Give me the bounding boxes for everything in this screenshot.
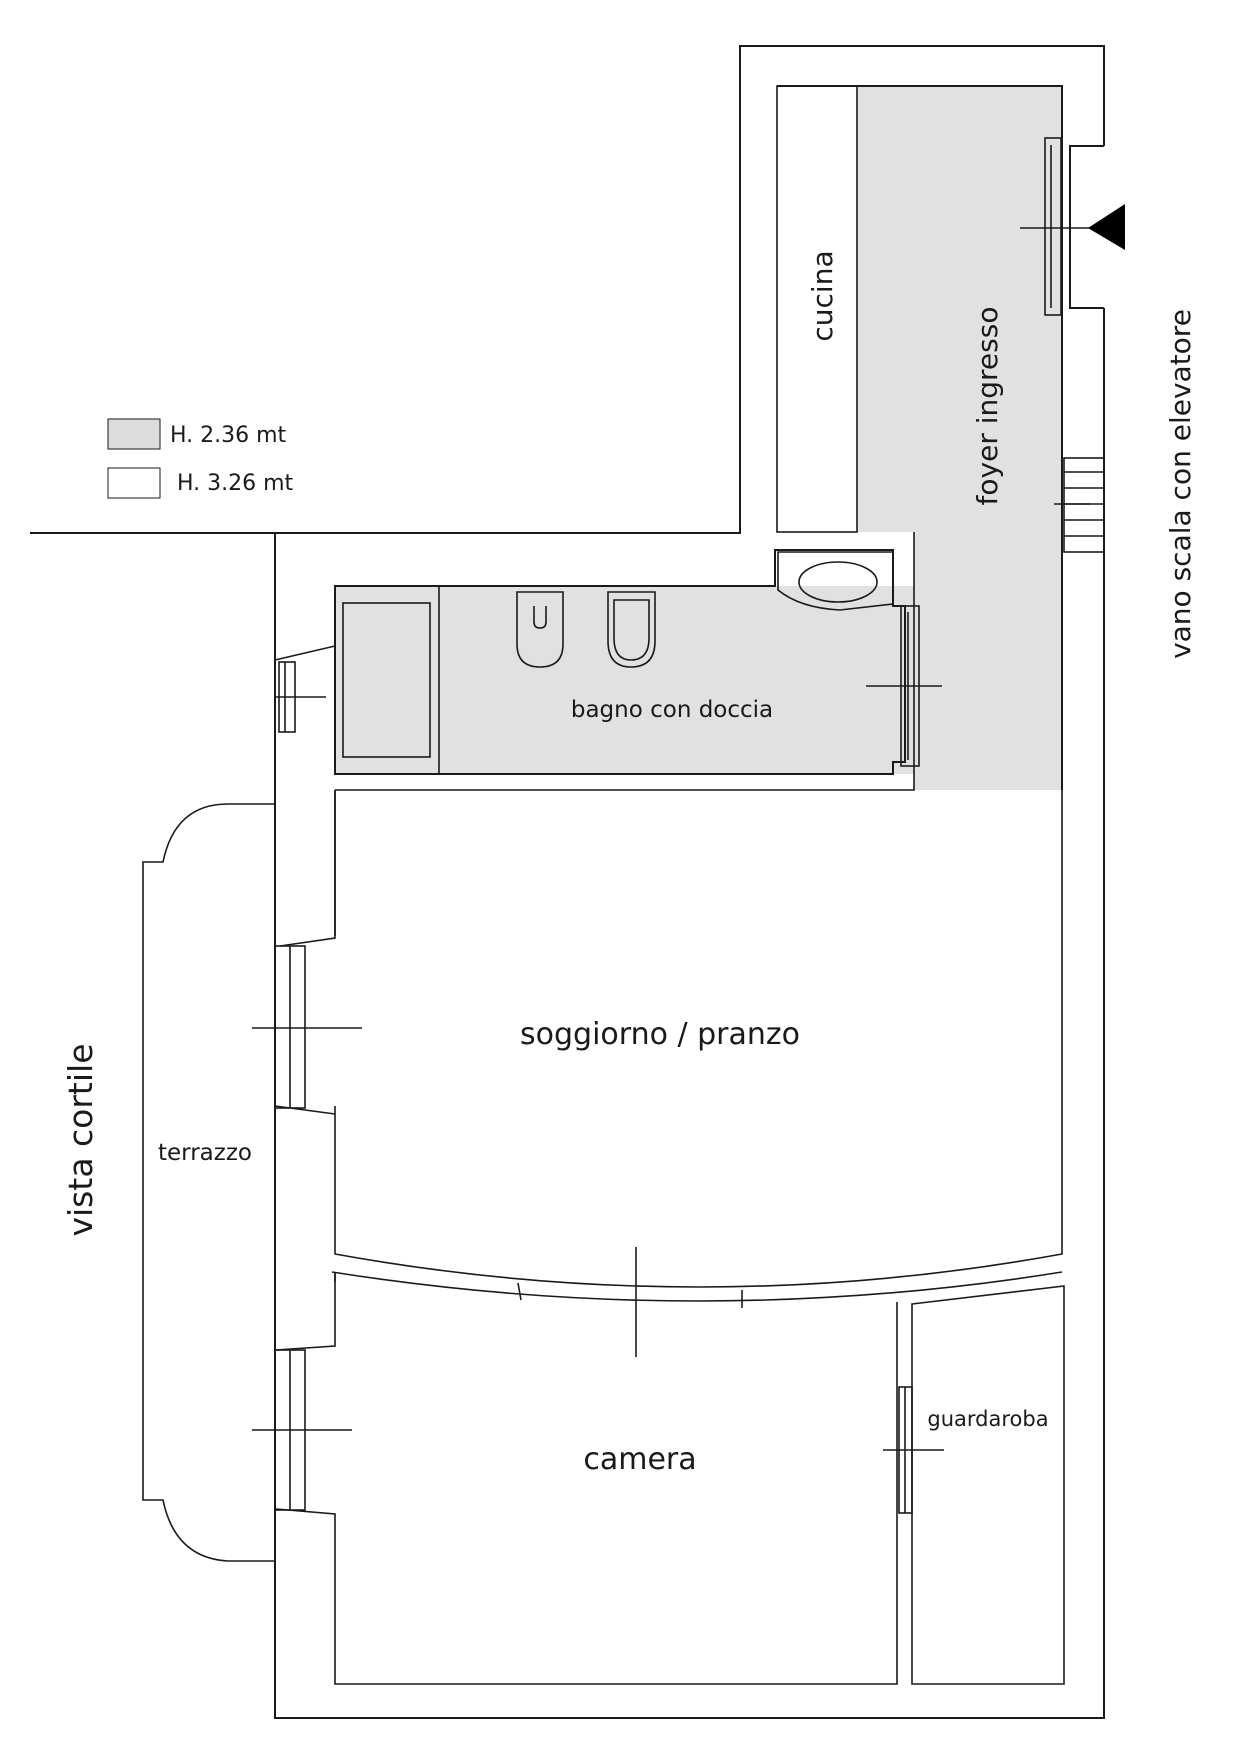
wardrobe-door[interactable] [883, 1386, 944, 1514]
entrance-arrow-icon [1088, 204, 1125, 250]
room-label-guardaroba: guardaroba [927, 1407, 1048, 1431]
label-vista-cortile: vista cortile [61, 1043, 100, 1236]
wardrobe-walls [911, 1285, 1065, 1685]
sink-icon [777, 551, 894, 611]
outer-walls [30, 45, 1105, 1719]
entry-door[interactable] [1020, 137, 1098, 316]
shower-tray [334, 585, 440, 775]
bedroom-window[interactable] [252, 1349, 352, 1511]
kitchen-walls [776, 85, 1063, 790]
bidet-icon [516, 591, 564, 668]
toilet-icon [607, 591, 656, 668]
stair-steps [1054, 457, 1105, 553]
room-label-foyer: foyer ingresso [971, 307, 1004, 506]
low-ceiling-zones [335, 86, 1062, 790]
room-label-soggiorno: soggiorno / pranzo [520, 1017, 800, 1052]
legend-label-high: H. 3.26 mt [177, 471, 294, 496]
terrace-outline [142, 803, 275, 1562]
legend-label-low: H. 2.36 mt [170, 423, 287, 448]
label-vano-scala: vano scala con elevatore [1164, 309, 1197, 659]
room-label-terrazzo: terrazzo [158, 1140, 252, 1166]
room-label-bagno: bagno con doccia [571, 697, 773, 723]
legend-swatch-high [107, 467, 161, 499]
arched-wall [331, 1271, 1063, 1308]
bathroom-window[interactable] [274, 645, 336, 733]
room-label-camera: camera [583, 1442, 696, 1477]
room-label-cucina: cucina [806, 250, 839, 341]
living-window[interactable] [252, 945, 362, 1109]
bathroom-door[interactable] [866, 605, 942, 767]
legend: H. 2.36 mt H. 3.26 mt [107, 418, 294, 499]
legend-swatch-low [107, 418, 161, 450]
bedroom-walls [275, 1272, 898, 1685]
